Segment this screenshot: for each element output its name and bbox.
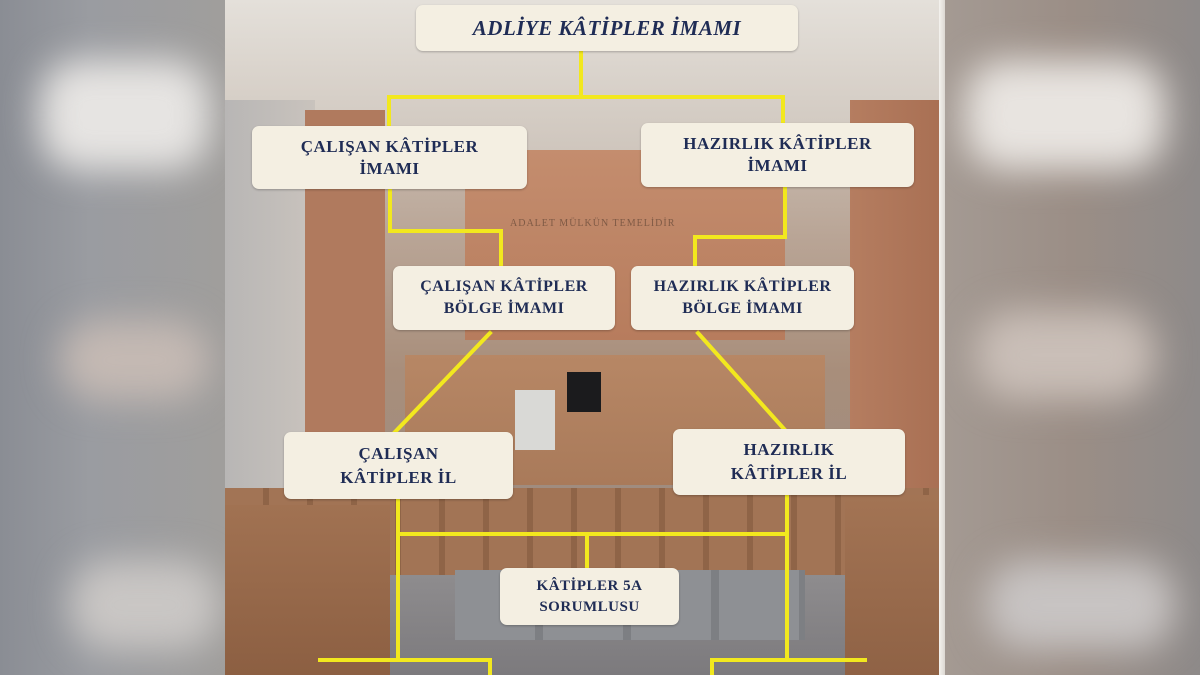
node-hazirlik-il: HAZIRLIK KÂTİPLER İL <box>673 429 905 495</box>
blurred-right-background <box>945 0 1200 675</box>
courtroom-left-bench <box>225 505 390 675</box>
node-calisan-bolge: ÇALIŞAN KÂTİPLER BÖLGE İMAMI <box>393 266 615 330</box>
connector-hazirlik-bolge-il <box>695 330 788 433</box>
node-calisan-imam: ÇALIŞAN KÂTİPLER İMAMI <box>252 126 527 189</box>
connector-hazirlik-imam-bolge <box>693 186 787 268</box>
node-hazirlik-bolge-label: HAZIRLIK KÂTİPLER BÖLGE İMAMI <box>653 278 832 317</box>
connector-calisan-il-down <box>396 498 492 675</box>
connector-hazirlik-il-down <box>710 495 789 675</box>
chart-connectors <box>318 50 867 675</box>
computer-monitor <box>567 372 601 412</box>
node-hazirlik-imam-label: HAZIRLIK KÂTİPLER İMAMI <box>683 134 872 175</box>
node-sorumlu-5a: KÂTİPLER 5A SORUMLUSU <box>500 568 679 625</box>
printer <box>515 390 555 450</box>
node-sorumlu-5a-label: KÂTİPLER 5A SORUMLUSU <box>536 577 643 615</box>
courtroom-right-bench <box>845 495 945 675</box>
connector-calisan-bolge-il <box>392 330 493 435</box>
node-hazirlik-imam: HAZIRLIK KÂTİPLER İMAMI <box>641 123 914 187</box>
node-calisan-il-label: ÇALIŞAN KÂTİPLER İL <box>340 443 457 487</box>
node-calisan-imam-label: ÇALIŞAN KÂTİPLER İMAMI <box>300 136 479 178</box>
node-calisan-bolge-label: ÇALIŞAN KÂTİPLER BÖLGE İMAMI <box>420 278 588 317</box>
node-hazirlik-bolge: HAZIRLIK KÂTİPLER BÖLGE İMAMI <box>631 266 854 330</box>
node-calisan-il: ÇALIŞAN KÂTİPLER İL <box>284 432 513 499</box>
root-node-label: ADLİYE KÂTİPLER İMAMI <box>472 15 742 40</box>
blurred-left-background <box>0 0 225 675</box>
connector-calisan-imam-bolge <box>388 188 503 268</box>
node-hazirlik-il-label: HAZIRLIK KÂTİPLER İL <box>730 440 848 483</box>
poster-edge <box>939 0 945 675</box>
root-node: ADLİYE KÂTİPLER İMAMI <box>416 5 798 51</box>
org-chart-poster: ADALET MÜLKÜN TEMELİDİR ADLİYE KÂTİPLER <box>225 0 945 675</box>
wall-sign-text: ADALET MÜLKÜN TEMELİDİR <box>510 218 676 229</box>
